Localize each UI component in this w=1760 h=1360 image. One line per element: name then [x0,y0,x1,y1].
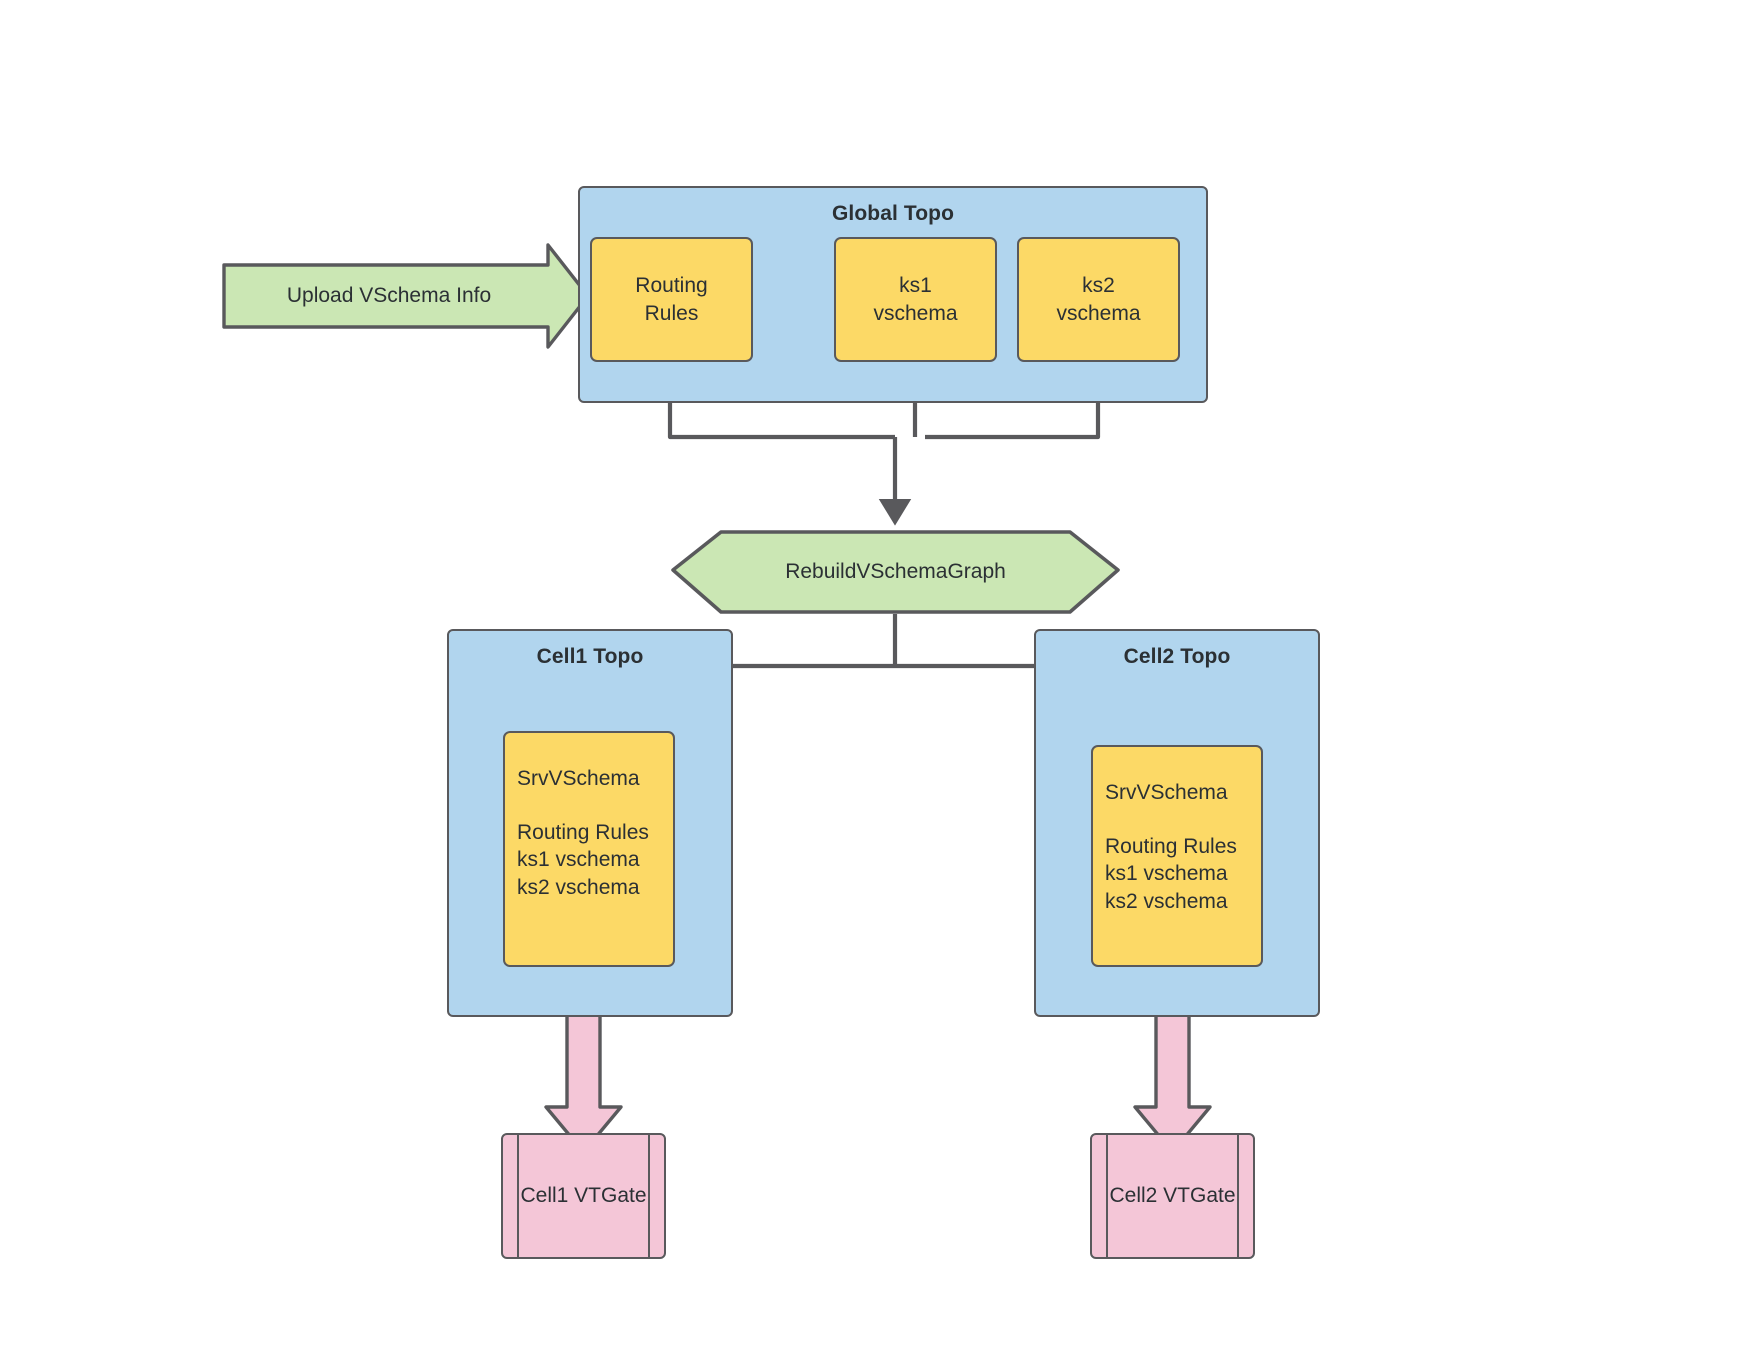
upload-vschema-label: Upload VSchema Info [286,284,492,308]
cell2-srvvschema-title: SrvVSchema [1105,781,1228,804]
rebuild-vschema-graph-label: RebuildVSchemaGraph [785,560,1006,584]
cell2-vtgate-box[interactable]: Cell2 VTGate [1090,1133,1255,1259]
global-topo-title: Global Topo [831,202,955,225]
cell1-vtgate-left-bar [517,1133,519,1259]
cell1-srvvschema-items: Routing Rules ks1 vschema ks2 vschema [517,820,649,900]
cell2-srvvschema-box[interactable]: SrvVSchema Routing Rules ks1 vschema ks2… [1091,745,1263,967]
cell2-vtgate-left-bar [1106,1133,1108,1259]
node-ks2-vschema-label: ks2 vschema [1056,273,1141,325]
cell2-vtgate-label: Cell2 VTGate [1109,1183,1236,1207]
node-ks1-vschema-label: ks1 vschema [873,273,958,325]
cell1-vtgate-right-bar [648,1133,650,1259]
cell1-vtgate-label: Cell1 VTGate [520,1183,647,1207]
cell2-topo-title: Cell2 Topo [1123,645,1231,668]
cell1-topo-title: Cell1 Topo [536,645,644,668]
cell1-vtgate-box[interactable]: Cell1 VTGate [501,1133,666,1259]
cell1-srvvschema-title: SrvVSchema [517,767,640,790]
node-ks1-vschema[interactable]: ks1 vschema [834,237,997,362]
node-ks2-vschema[interactable]: ks2 vschema [1017,237,1180,362]
node-routing-rules-label: Routing Rules [635,273,708,325]
cell2-vtgate-right-bar [1237,1133,1239,1259]
node-routing-rules[interactable]: Routing Rules [590,237,753,362]
cell1-srvvschema-box[interactable]: SrvVSchema Routing Rules ks1 vschema ks2… [503,731,675,967]
cell2-srvvschema-items: Routing Rules ks1 vschema ks2 vschema [1105,834,1237,914]
